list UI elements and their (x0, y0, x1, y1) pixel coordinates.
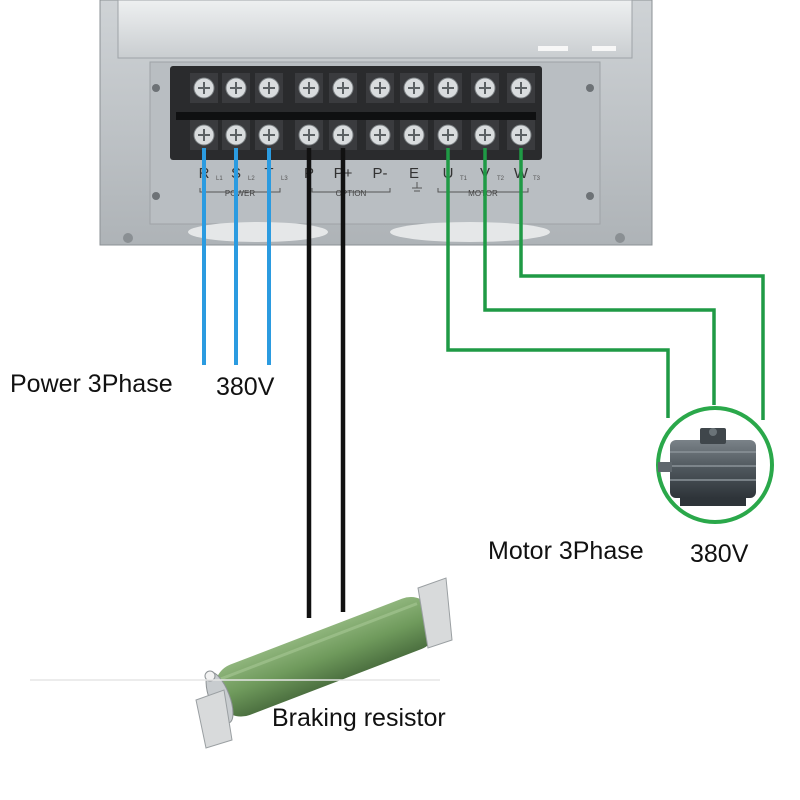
terminal-s (222, 73, 250, 150)
power-wires (202, 148, 271, 365)
terminal-sublabel: L1 (216, 176, 223, 182)
group-motor-label: MOTOR (468, 189, 498, 198)
terminal-r (190, 73, 218, 150)
terminal-sublabel: L2 (248, 176, 255, 182)
terminal-v (471, 73, 499, 150)
terminal-label: P- (373, 165, 388, 182)
terminal-pplus (329, 73, 357, 150)
motor-voltage-label: 380V (690, 540, 749, 568)
terminal-pminus (366, 73, 394, 150)
terminal-label: E (409, 165, 419, 182)
terminal-sublabel: L3 (281, 176, 288, 182)
terminal-group-legend: POWER OPTION MOTOR (199, 182, 529, 198)
group-option-label: OPTION (336, 189, 367, 198)
terminal-u (434, 73, 462, 150)
braking-resistor-label: Braking resistor (272, 704, 446, 732)
terminal-sublabel: T3 (533, 176, 541, 182)
terminal-sublabel: T1 (460, 176, 468, 182)
ground-icon (412, 182, 422, 192)
terminal-w (507, 73, 535, 150)
terminal-sublabel: T2 (497, 176, 505, 182)
terminal-p (295, 73, 323, 150)
terminal-e (400, 73, 428, 150)
power-voltage-label: 380V (216, 373, 275, 401)
motor-label: Motor 3Phase (488, 537, 644, 565)
terminal-t (255, 73, 283, 150)
power-label: Power 3Phase (10, 370, 173, 398)
motor-wires (446, 148, 765, 420)
braking-resistor (195, 577, 453, 749)
brake-wires (306, 148, 346, 618)
group-power-label: POWER (225, 189, 255, 198)
motor-icon (656, 406, 774, 524)
